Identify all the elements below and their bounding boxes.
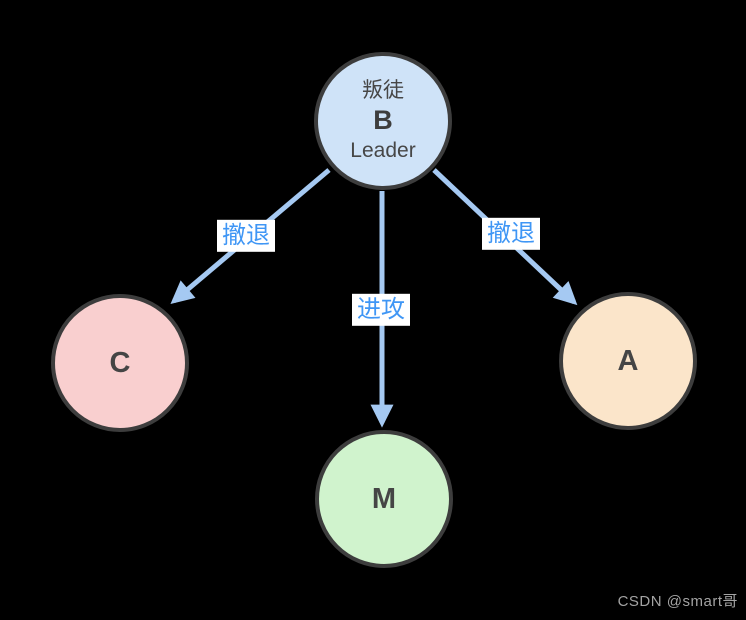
node-m: M (315, 430, 453, 568)
node-b-role-label: 叛徒 (362, 78, 404, 102)
node-m-label: M (371, 482, 397, 515)
edge-label-b-c: 撤退 (217, 219, 275, 253)
node-b-leader: 叛徒 B Leader (314, 52, 452, 190)
node-b-id-label: B (373, 105, 393, 136)
watermark: CSDN @smart哥 (617, 593, 738, 610)
node-a-label: A (617, 344, 639, 377)
node-c: C (51, 294, 189, 432)
edge-label-b-a: 撤退 (482, 217, 540, 251)
edge-label-b-m: 进攻 (352, 293, 410, 327)
node-b-subtitle-label: Leader (350, 138, 416, 162)
node-a: A (559, 292, 697, 430)
node-c-label: C (109, 346, 131, 379)
